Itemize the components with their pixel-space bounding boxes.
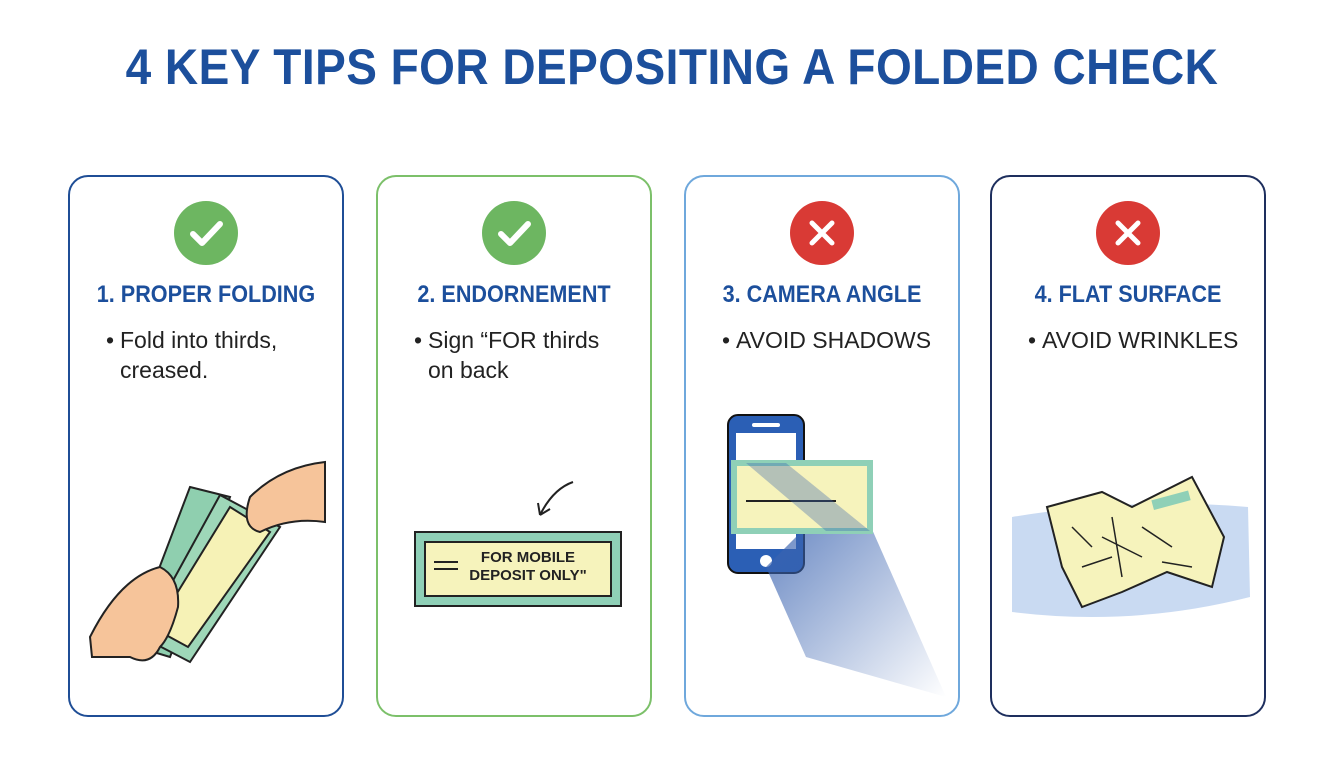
card-bullet: •AVOID WRINKLES: [1028, 327, 1239, 353]
page-title: 4 KEY TIPS FOR DEPOSITING A FOLDED CHECK: [125, 39, 1219, 95]
x-icon: [790, 201, 854, 265]
tip-card-proper-folding: 1. PROPER FOLDING •Fold into thirds,crea…: [68, 175, 344, 717]
check-icon: [482, 201, 546, 265]
card-heading: 2. ENDORNEMENT: [417, 281, 611, 308]
phone-shadow-illustration: [727, 414, 946, 697]
wrinkled-check-illustration: [1012, 475, 1250, 617]
check-icon: [174, 201, 238, 265]
arrow-icon: [537, 481, 574, 516]
tip-card-camera-angle: 3. CAMERA ANGLE •AVOID SHADOWS: [684, 175, 960, 717]
card-bullet: •AVOID SHADOWS: [722, 327, 932, 353]
card-bullet: •Fold into thirds,creased.: [106, 327, 278, 383]
card-heading: 3. CAMERA ANGLE: [722, 281, 922, 308]
tip-card-flat-surface: 4. FLAT SURFACE •AVOID WRINKLES: [990, 175, 1266, 717]
folding-hands-illustration: [88, 460, 326, 664]
card-heading: 4. FLAT SURFACE: [1034, 281, 1222, 308]
card-heading: 1. PROPER FOLDING: [96, 281, 316, 308]
x-icon: [1096, 201, 1160, 265]
